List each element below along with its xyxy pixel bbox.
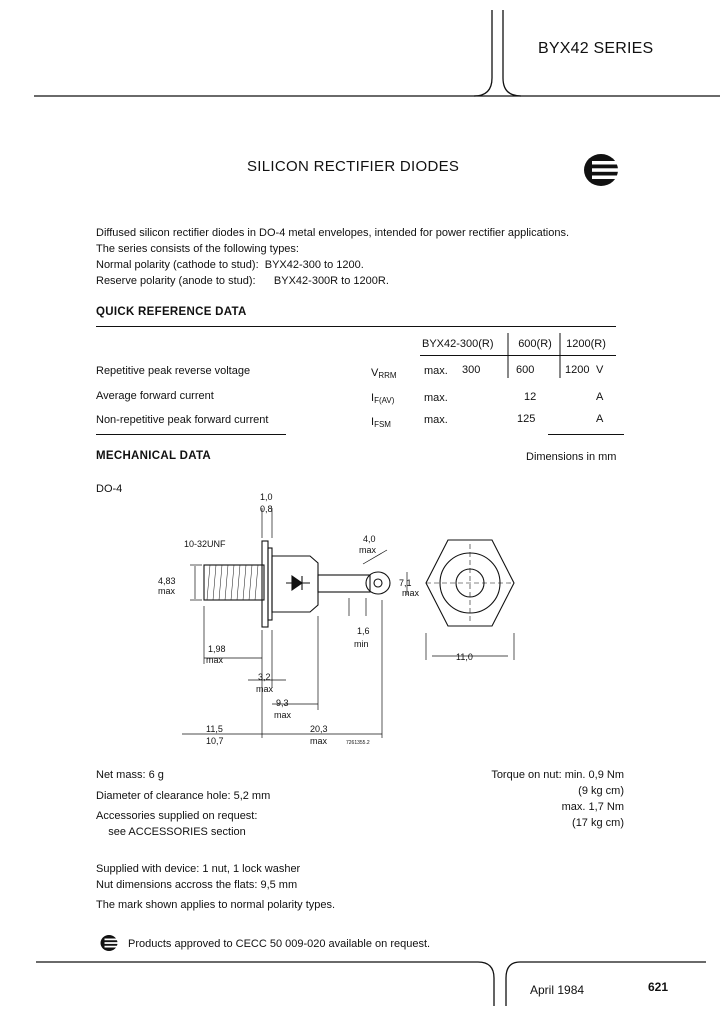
col-header-2: 600(R) xyxy=(518,338,552,350)
quick-ref-top-rule xyxy=(96,326,616,327)
dim-115: 11,5 xyxy=(206,724,223,734)
dim-71: 7,1 xyxy=(399,578,412,588)
supplied-line-3: The mark shown applies to normal polarit… xyxy=(96,899,336,911)
dim-32-max: max xyxy=(256,684,274,694)
intro-line-4: Reserve polarity (anode to stud): BYX42-… xyxy=(96,275,389,287)
row-symbol-vrrm: VRRM xyxy=(371,367,397,380)
dim-thread: 10-32UNF xyxy=(184,539,226,549)
ifav-unit: A xyxy=(596,391,604,403)
ifav-value: 12 xyxy=(524,391,537,403)
note-accessories: Accessories supplied on request: xyxy=(96,810,258,822)
supplied-line-1: Supplied with device: 1 nut, 1 lock wash… xyxy=(96,863,301,875)
dim-40: 4,0 xyxy=(363,534,376,544)
torque-min: Torque on nut: min. 0,9 Nm xyxy=(491,769,624,781)
torque-max-kgcm: (17 kg cm) xyxy=(572,817,624,829)
row-cond-vrrm: max. xyxy=(424,365,448,377)
col-header-1: BYX42-300(R) xyxy=(422,338,494,350)
do4-outline-drawing: 1,0 0,8 10-32UNF 4,83 max 4,0 max 7,1 ma… xyxy=(158,492,515,746)
dim-93: 9,3 xyxy=(276,698,289,708)
intro-line-3: Normal polarity (cathode to stud): BYX42… xyxy=(96,259,364,271)
row-label-ifav: Average forward current xyxy=(96,390,214,402)
footer-rule xyxy=(36,961,706,1006)
col-header-3: 1200(R) xyxy=(566,338,606,350)
dim-32: 3,2 xyxy=(258,672,271,682)
note-accessories-see: see ACCESSORIES section xyxy=(96,826,246,838)
small-philips-logo-icon xyxy=(100,935,118,951)
mech-units: Dimensions in mm xyxy=(526,451,617,463)
philips-logo-icon xyxy=(584,154,618,186)
dim-107: 10,7 xyxy=(206,736,224,746)
quick-ref-bottom-rule-left xyxy=(96,434,286,435)
torque-max: max. 1,7 Nm xyxy=(561,801,624,813)
dim-16: 1,6 xyxy=(357,626,370,636)
dim-93-max: max xyxy=(274,710,292,720)
dim-203: 20,3 xyxy=(310,724,328,734)
series-name: BYX42 SERIES xyxy=(538,40,654,57)
vrrm-300: 300 xyxy=(462,364,481,376)
drawing-code: 7261355.2 xyxy=(346,740,370,746)
dim-top-a: 1,0 xyxy=(260,492,273,502)
dim-110: 11,0 xyxy=(456,652,473,662)
dim-483: 4,83 xyxy=(158,576,176,586)
header-rule xyxy=(34,10,720,97)
supplied-line-2: Nut dimensions accross the flats: 9,5 mm xyxy=(96,879,298,891)
vrrm-600: 600 xyxy=(516,364,535,376)
package-name: DO-4 xyxy=(96,483,123,495)
ifsm-unit: A xyxy=(596,413,604,425)
dim-483-max: max xyxy=(158,586,176,596)
row-symbol-ifsm: IFSM xyxy=(371,416,391,429)
note-clearance-hole: Diameter of clearance hole: 5,2 mm xyxy=(96,790,271,802)
intro-line-1: Diffused silicon rectifier diodes in DO-… xyxy=(96,227,570,239)
ifsm-value: 125 xyxy=(517,413,536,425)
dim-16-min: min xyxy=(354,639,369,649)
row-label-ifsm: Non-repetitive peak forward current xyxy=(96,414,269,426)
row-cond-ifav: max. xyxy=(424,392,448,404)
vrrm-unit: V xyxy=(596,364,604,376)
dim-198-max: max xyxy=(206,655,224,665)
dim-198: 1,98 xyxy=(208,644,226,654)
mech-heading: MECHANICAL DATA xyxy=(96,450,212,462)
quick-ref-heading: QUICK REFERENCE DATA xyxy=(96,306,247,318)
page-title: SILICON RECTIFIER DIODES xyxy=(247,158,460,175)
intro-line-2: The series consists of the following typ… xyxy=(96,243,299,255)
quick-ref-bottom-rule-right xyxy=(548,434,624,435)
footer-date: April 1984 xyxy=(530,983,585,997)
dim-71-max: max xyxy=(402,588,420,598)
row-symbol-ifav: IF(AV) xyxy=(371,392,395,405)
note-net-mass: Net mass: 6 g xyxy=(96,769,164,781)
vrrm-1200: 1200 xyxy=(565,364,590,376)
row-label-vrrm: Repetitive peak reverse voltage xyxy=(96,365,251,377)
page-number: 621 xyxy=(648,980,669,994)
approval-note: Products approved to CECC 50 009-020 ava… xyxy=(128,938,431,950)
torque-min-kgcm: (9 kg cm) xyxy=(578,785,624,797)
dim-top-b: 0,8 xyxy=(260,504,273,514)
row-cond-ifsm: max. xyxy=(424,414,448,426)
col-header-rule xyxy=(420,355,616,356)
dim-40-max: max xyxy=(359,545,377,555)
dim-203-max: max xyxy=(310,736,328,746)
